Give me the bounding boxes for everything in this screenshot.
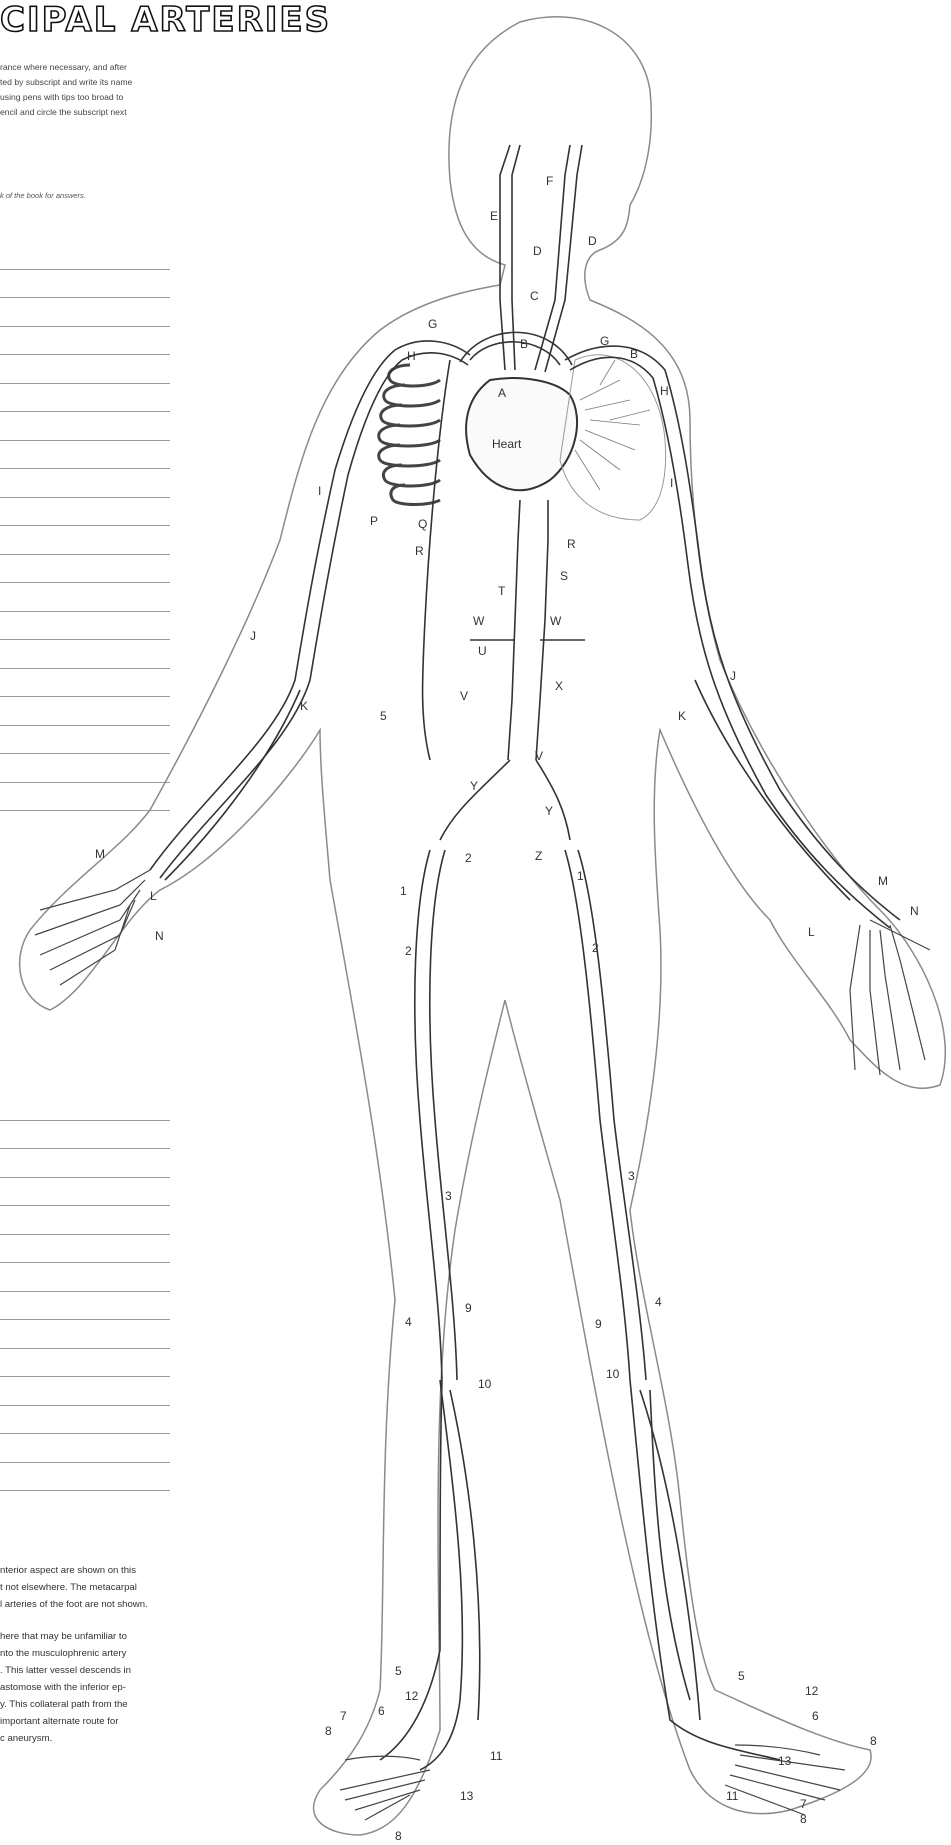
label-J: J — [250, 629, 256, 643]
label-D: D — [533, 244, 542, 258]
label-1b: 1 — [577, 869, 584, 883]
label-W2: W — [550, 614, 562, 628]
label-K2: K — [678, 709, 686, 723]
left-common-carotid — [500, 145, 510, 370]
label-I2: I — [670, 476, 673, 490]
label-13b: 13 — [778, 1754, 792, 1768]
label-K: K — [300, 699, 308, 713]
label-1: 1 — [400, 884, 407, 898]
right-subclavian-inner — [160, 353, 468, 878]
label-L2: L — [808, 925, 815, 939]
label-A: A — [498, 386, 506, 400]
label-7: 7 — [340, 1709, 347, 1723]
internal-thoracic — [423, 360, 450, 760]
label-U: U — [478, 644, 487, 658]
right-hand — [35, 870, 150, 985]
label-N: N — [155, 929, 164, 943]
left-subclavian — [565, 346, 900, 920]
label-12b: 12 — [805, 1684, 819, 1698]
label-2: 2 — [465, 851, 472, 865]
label-Q: Q — [418, 517, 427, 531]
label-T: T — [498, 584, 506, 598]
label-J2: J — [730, 669, 736, 683]
label-I: I — [318, 484, 321, 498]
right-subclavian — [150, 341, 470, 870]
label-8d: 8 — [800, 1812, 807, 1826]
label-L: L — [150, 889, 157, 903]
body-outline — [20, 17, 946, 1835]
label-B: B — [520, 337, 528, 351]
label-10: 10 — [478, 1377, 492, 1391]
label-13: 13 — [460, 1789, 474, 1803]
label-4b: 4 — [655, 1295, 662, 1309]
label-B2: B — [630, 347, 638, 361]
label-H: H — [407, 349, 416, 363]
label-11b: 11 — [726, 1789, 739, 1803]
common-iliac-right — [440, 760, 510, 840]
label-Y2: Y — [545, 804, 553, 818]
label-8c: 8 — [870, 1734, 877, 1748]
left-tibial — [640, 1390, 700, 1720]
label-G: G — [428, 317, 437, 331]
left-femoral-inner — [578, 850, 646, 1380]
left-tibial-2 — [650, 1390, 690, 1700]
label-8b: 8 — [395, 1829, 402, 1843]
label-3b: 3 — [628, 1169, 635, 1183]
label-P: P — [370, 514, 378, 528]
label-X: X — [555, 679, 563, 693]
label-3: 3 — [445, 1189, 452, 1203]
right-femoral-inner — [430, 850, 457, 1380]
label-11: 11 — [490, 1749, 503, 1763]
label-Y: Y — [470, 779, 478, 793]
left-common-carotid-inner — [512, 145, 520, 370]
label-C: C — [530, 289, 539, 303]
label-5c: 5 — [738, 1669, 745, 1683]
left-forearm-branch — [695, 680, 850, 900]
heart-shape — [466, 378, 577, 490]
label-M: M — [95, 847, 105, 861]
label-N2: N — [910, 904, 919, 918]
label-9b: 9 — [595, 1317, 602, 1331]
label-Z: Z — [535, 849, 542, 863]
rib-cage — [379, 365, 440, 505]
label-E: E — [490, 209, 498, 223]
right-femoral — [380, 850, 442, 1760]
label-8: 8 — [325, 1724, 332, 1738]
label-12: 12 — [405, 1689, 419, 1703]
label-F: F — [546, 174, 553, 188]
label-10b: 10 — [606, 1367, 620, 1381]
label-V2: V — [535, 749, 543, 763]
left-lung-vessels — [575, 360, 650, 490]
label-5b: 5 — [395, 1664, 402, 1678]
label-5: 5 — [380, 709, 387, 723]
label-9: 9 — [465, 1301, 472, 1315]
label-G2: G — [600, 334, 609, 348]
label-S: S — [560, 569, 568, 583]
label-H2: H — [660, 384, 669, 398]
right-tibial-2 — [450, 1390, 480, 1720]
heart: Heart — [466, 378, 577, 490]
descending-aorta-inner — [536, 500, 548, 760]
label-W: W — [473, 614, 485, 628]
label-D2: D — [588, 234, 597, 248]
label-R2: R — [567, 537, 576, 551]
left-femoral — [565, 850, 780, 1760]
label-6b: 6 — [812, 1709, 819, 1723]
label-7b: 7 — [800, 1797, 807, 1811]
label-4: 4 — [405, 1315, 412, 1329]
label-R: R — [415, 544, 424, 558]
label-2b: 2 — [405, 944, 412, 958]
label-6: 6 — [378, 1704, 385, 1718]
heart-label: Heart — [492, 437, 522, 451]
label-2c: 2 — [592, 941, 599, 955]
descending-aorta — [508, 500, 520, 760]
common-iliac-left — [536, 760, 570, 840]
label-V: V — [460, 689, 468, 703]
label-M2: M — [878, 874, 888, 888]
